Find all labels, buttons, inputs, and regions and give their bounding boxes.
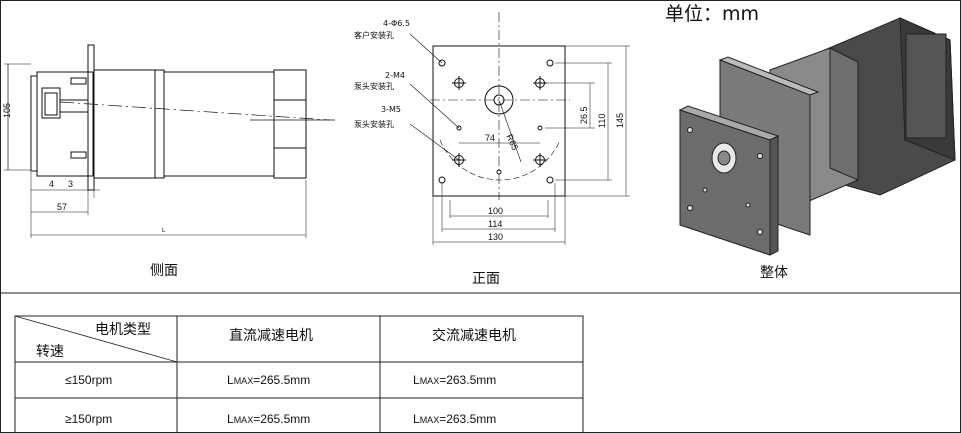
table-header-ac: 交流减速电机 (432, 327, 516, 344)
front-hole-desc-3: 泵头安装孔 (354, 119, 394, 129)
side-dim-length: L (162, 228, 166, 234)
front-hole-desc-2: 泵头安装孔 (354, 81, 394, 91)
front-dim-130: 130 (488, 232, 503, 242)
front-dim-100: 100 (488, 206, 503, 216)
front-dim-26-5: 26.5 (579, 106, 589, 124)
whole-view-caption: 整体 (760, 265, 788, 281)
front-hole-desc-1: 客户安装孔 (354, 30, 394, 40)
front-dim-114: 114 (488, 219, 502, 229)
side-dim-height: 105 (2, 103, 12, 118)
row2-speed: ≥150rpm (65, 412, 112, 426)
row2-dc-value: LMAX=265.5mm (227, 412, 310, 426)
side-flange-left (30, 75, 38, 172)
unit-label: 单位：mm (665, 3, 759, 25)
side-dim-4: 4 (49, 179, 54, 189)
front-hole-spec-3: 3-M5 (381, 105, 401, 114)
front-hole-spec-1: 4-Φ6.5 (383, 19, 410, 28)
side-dim-57: 57 (57, 202, 67, 212)
row2-ac-value: LMAX=263.5mm (413, 412, 496, 426)
table-header-dc: 直流减速电机 (229, 327, 313, 344)
front-dim-145: 145 (615, 113, 625, 128)
row1-dc-value: LMAX=265.5mm (227, 373, 310, 387)
side-view-caption: 侧面 (150, 263, 178, 279)
row1-ac-value: LMAX=263.5mm (413, 373, 496, 387)
front-dim-r65: R65 (504, 133, 520, 152)
side-pump-body (36, 71, 94, 177)
side-dim-3: 3 (68, 179, 73, 189)
row1-speed: ≤150rpm (65, 373, 112, 387)
front-hole-spec-2: 2-M4 (385, 71, 405, 80)
front-dim-74: 74 (485, 133, 495, 143)
side-motor-end (273, 69, 307, 179)
front-view-caption: 正面 (472, 271, 500, 287)
side-motor-body (163, 71, 275, 177)
spec-table (14, 315, 584, 433)
front-view (409, 12, 630, 245)
table-header-motor-type: 电机类型 (95, 322, 151, 338)
table-header-speed: 转速 (36, 344, 64, 360)
isometric-view (678, 17, 956, 256)
front-dim-110: 110 (597, 114, 607, 128)
side-view (4, 44, 335, 238)
side-gearbox (93, 69, 165, 179)
